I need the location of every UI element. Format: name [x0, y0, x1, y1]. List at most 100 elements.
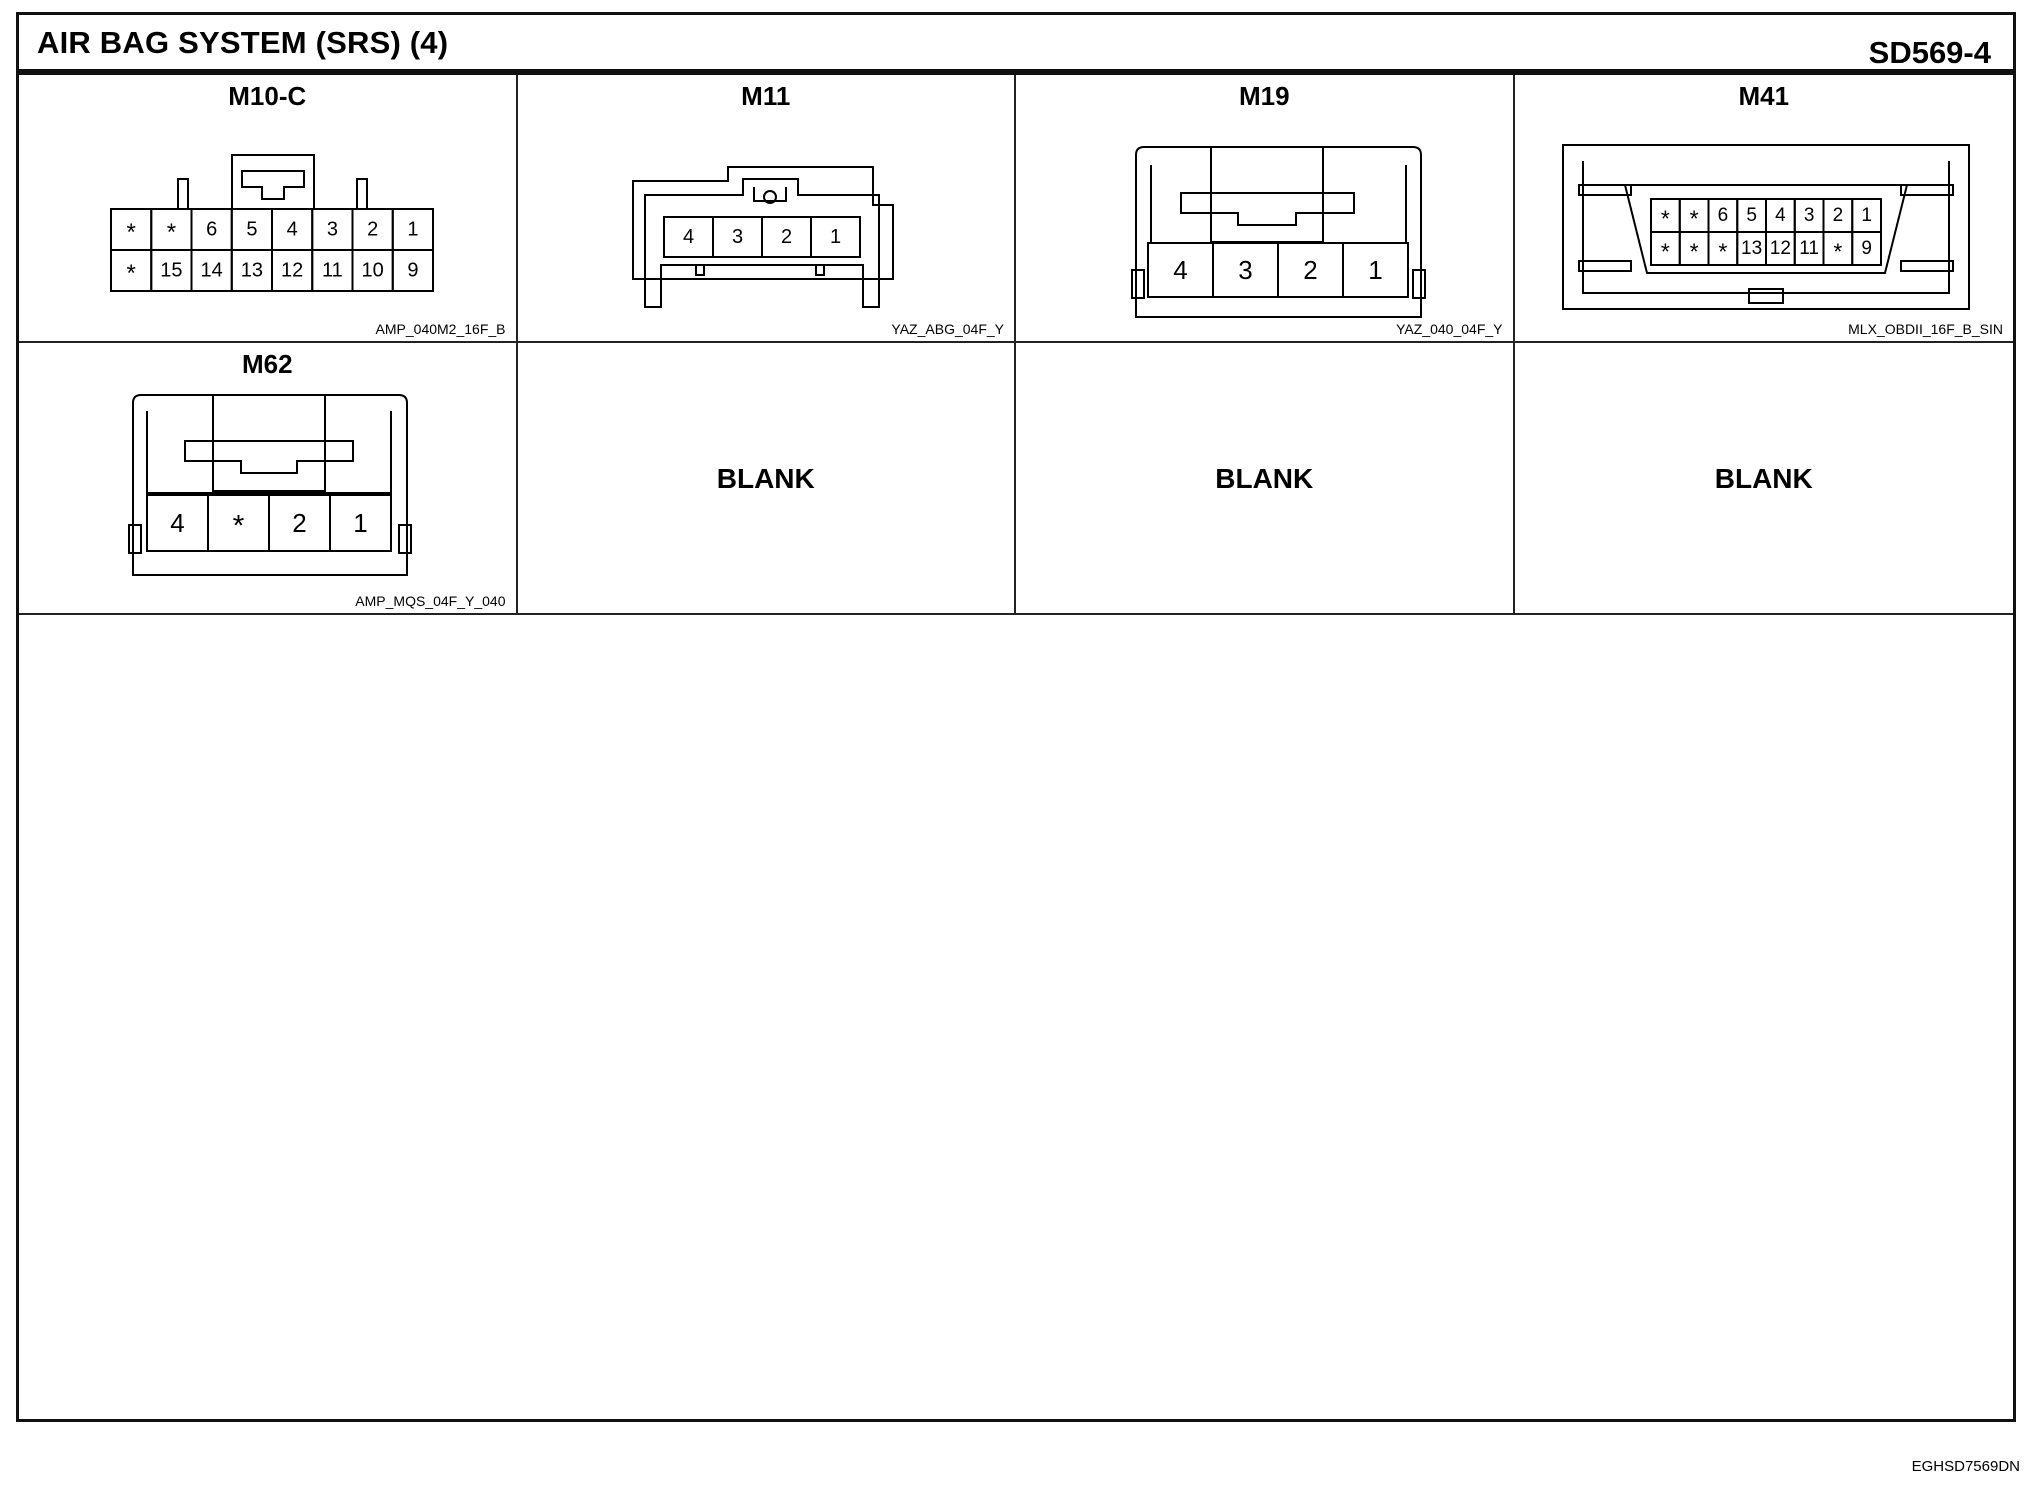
- connector-id: M41: [1738, 81, 1790, 111]
- pin-number: 1: [407, 219, 418, 241]
- connector-m62-drawing: 4 * 2 1: [128, 394, 412, 576]
- rail-right-top: [1899, 184, 1954, 196]
- blank-label: BLANK: [1215, 463, 1314, 494]
- pin-number: 3: [327, 219, 338, 241]
- pin-number: 6: [206, 219, 217, 241]
- housing-inner: [146, 411, 392, 494]
- pin-number: 2: [1303, 255, 1317, 285]
- latch-tab: [241, 170, 305, 200]
- connector-id: M10-C: [228, 81, 307, 111]
- pin-number: 1: [1368, 255, 1382, 285]
- housing-outer: [132, 394, 408, 576]
- pin-number: 2: [292, 508, 306, 538]
- pin-unused-marker: *: [126, 260, 135, 287]
- pin-unused-marker: *: [1718, 239, 1727, 265]
- pin-number: 3: [1238, 255, 1252, 285]
- housing-outer: [631, 166, 894, 280]
- part-code: YAZ_ABG_04F_Y: [891, 321, 1004, 337]
- pin-number: 4: [1173, 255, 1187, 285]
- pin-cell: [391, 249, 434, 292]
- blank-cell: BLANK: [517, 343, 1016, 615]
- pin-number: 12: [281, 260, 303, 282]
- side-lug-right: [1412, 269, 1426, 299]
- pin-number: 1: [829, 226, 840, 248]
- connector-cell-m19: M19 4 3 2 1 YAZ_040_04F_Y: [1016, 75, 1515, 343]
- pin-number: 4: [682, 226, 693, 248]
- connector-cell-m62: M62 4 * 2 1 AMP_MQS_04F_Y_040: [19, 343, 518, 615]
- pin-number: 4: [170, 508, 184, 538]
- latch-tab: [752, 187, 787, 202]
- pin-unused-marker: *: [1833, 239, 1842, 265]
- connector-id: M11: [741, 81, 791, 111]
- connector-id: M19: [1238, 81, 1290, 111]
- part-code: YAZ_040_04F_Y: [1396, 321, 1503, 337]
- pin-number: 13: [241, 260, 263, 282]
- housing-inner: [1150, 165, 1407, 244]
- pin-unused-marker: *: [167, 219, 176, 246]
- pin-number: 10: [362, 260, 384, 282]
- pin-unused-marker: *: [233, 510, 245, 543]
- housing-outer: [1135, 146, 1422, 318]
- pin-number: 5: [1746, 205, 1757, 226]
- housing-outer: [1561, 144, 1970, 310]
- pin-number: 5: [246, 219, 257, 241]
- pin-number: 12: [1769, 238, 1790, 259]
- housing-inner: [643, 178, 880, 308]
- housing-inner: [1581, 161, 1950, 294]
- pin-number: 4: [287, 219, 298, 241]
- guide-post-right: [356, 178, 368, 210]
- pin-unused-marker: *: [1660, 206, 1669, 232]
- sheet-code: SD569-4: [1868, 35, 1991, 70]
- connector-m19-drawing: 4 3 2 1: [1131, 146, 1426, 318]
- latch-frame: [212, 394, 326, 492]
- m11-pin-grid: 4 3 2 1: [662, 216, 861, 258]
- pin-number: 3: [731, 226, 742, 248]
- pin-number: 2: [780, 226, 791, 248]
- blank-label: BLANK: [716, 463, 815, 494]
- connector-cell-m11: M11 4 3 2 1 YAZ_ABG_04F_Y: [517, 75, 1016, 343]
- rail-left-bottom: [1577, 260, 1632, 272]
- side-lug-right: [398, 524, 412, 554]
- latch-tab: [1180, 192, 1355, 226]
- document-code: EGHSD7569DN: [1911, 1458, 2020, 1475]
- pin-number: 4: [1775, 205, 1786, 226]
- side-lug-left: [128, 524, 142, 554]
- pin-cell: [329, 494, 392, 552]
- pin-unused-marker: *: [1689, 239, 1698, 265]
- pin-cell: [1850, 231, 1882, 266]
- pin-number: 1: [353, 508, 367, 538]
- latch-housing: [231, 154, 315, 210]
- pin-number: 11: [322, 260, 343, 282]
- blank-label: BLANK: [1714, 463, 1813, 494]
- trapezoid-shell: [1623, 184, 1908, 274]
- blank-cell: BLANK: [1514, 343, 2013, 615]
- pin-number: 9: [407, 260, 418, 282]
- part-code: AMP_MQS_04F_Y_040: [355, 593, 506, 609]
- pin-unused-marker: *: [1689, 206, 1698, 232]
- pin-number: 3: [1803, 205, 1814, 226]
- foot-left: [694, 264, 705, 276]
- guide-post-left: [177, 178, 189, 210]
- connector-m11-drawing: 4 3 2 1: [631, 166, 894, 308]
- part-code: MLX_OBDII_16F_B_SIN: [1848, 321, 2003, 337]
- bottom-key: [1747, 288, 1784, 304]
- pin-number: 2: [1832, 205, 1843, 226]
- pin-number: 13: [1741, 238, 1762, 259]
- m62-pin-grid: 4 * 2 1: [146, 494, 392, 552]
- part-code: AMP_040M2_16F_B: [375, 321, 506, 337]
- rail-right-bottom: [1899, 260, 1954, 272]
- pin-number: 15: [160, 260, 182, 282]
- pin-unused-marker: *: [126, 219, 135, 246]
- pin-number: 14: [201, 260, 223, 282]
- connector-id: M62: [241, 349, 293, 379]
- pin-number: 9: [1861, 238, 1872, 259]
- pin-unused-marker: *: [1660, 239, 1669, 265]
- pin-number: 6: [1717, 205, 1728, 226]
- latch-frame: [1210, 146, 1324, 243]
